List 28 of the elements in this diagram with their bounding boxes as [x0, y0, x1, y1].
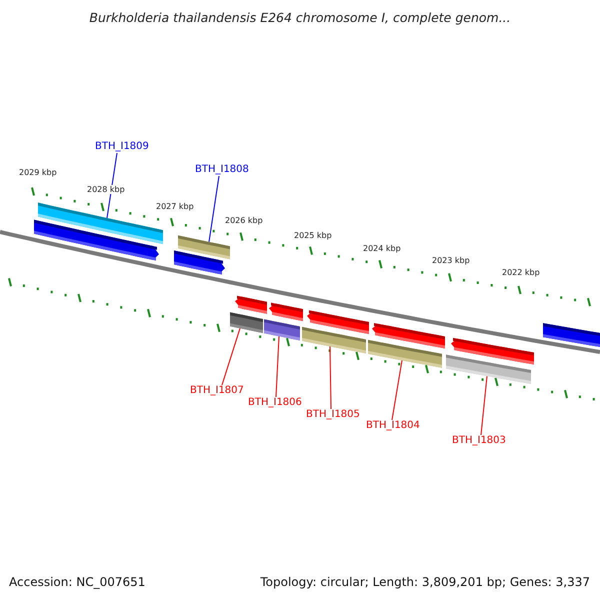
leader-line — [106, 152, 118, 219]
accession-text: Accession: NC_007651 — [9, 575, 146, 589]
leader-line — [480, 376, 488, 436]
gene-bar — [543, 323, 600, 348]
gene-bar — [302, 326, 366, 354]
scale-label: 2028 kbp — [87, 185, 125, 194]
leader-line — [330, 346, 332, 410]
leader-line — [222, 328, 240, 386]
scale-label: 2023 kbp — [432, 256, 470, 265]
gene-bar — [230, 312, 263, 334]
leader-line — [276, 336, 280, 398]
genome-summary-text: Topology: circular; Length: 3,809,201 bp; Genes: 3,337 — [260, 575, 590, 589]
scale-label: 2022 kbp — [502, 268, 540, 277]
scale-label: 2029 kbp — [19, 168, 57, 177]
gene-bar — [368, 340, 442, 368]
leader-line — [392, 360, 402, 420]
map-title: Burkholderia thailandensis E264 chromosome I, complete genom... — [88, 10, 512, 25]
gene-bar — [446, 354, 531, 384]
gene-bar — [264, 319, 300, 340]
gene-feature — [269, 302, 303, 322]
gene-feature — [34, 220, 159, 261]
scale-label: 2025 kbp — [294, 231, 332, 240]
gene-feature — [174, 250, 225, 275]
leader-line — [208, 176, 220, 242]
scale-label: 2024 kbp — [363, 244, 401, 253]
gene-feature — [235, 296, 267, 314]
scale-label: 2026 kbp — [225, 216, 263, 225]
scale-label: 2027 kbp — [156, 202, 194, 211]
